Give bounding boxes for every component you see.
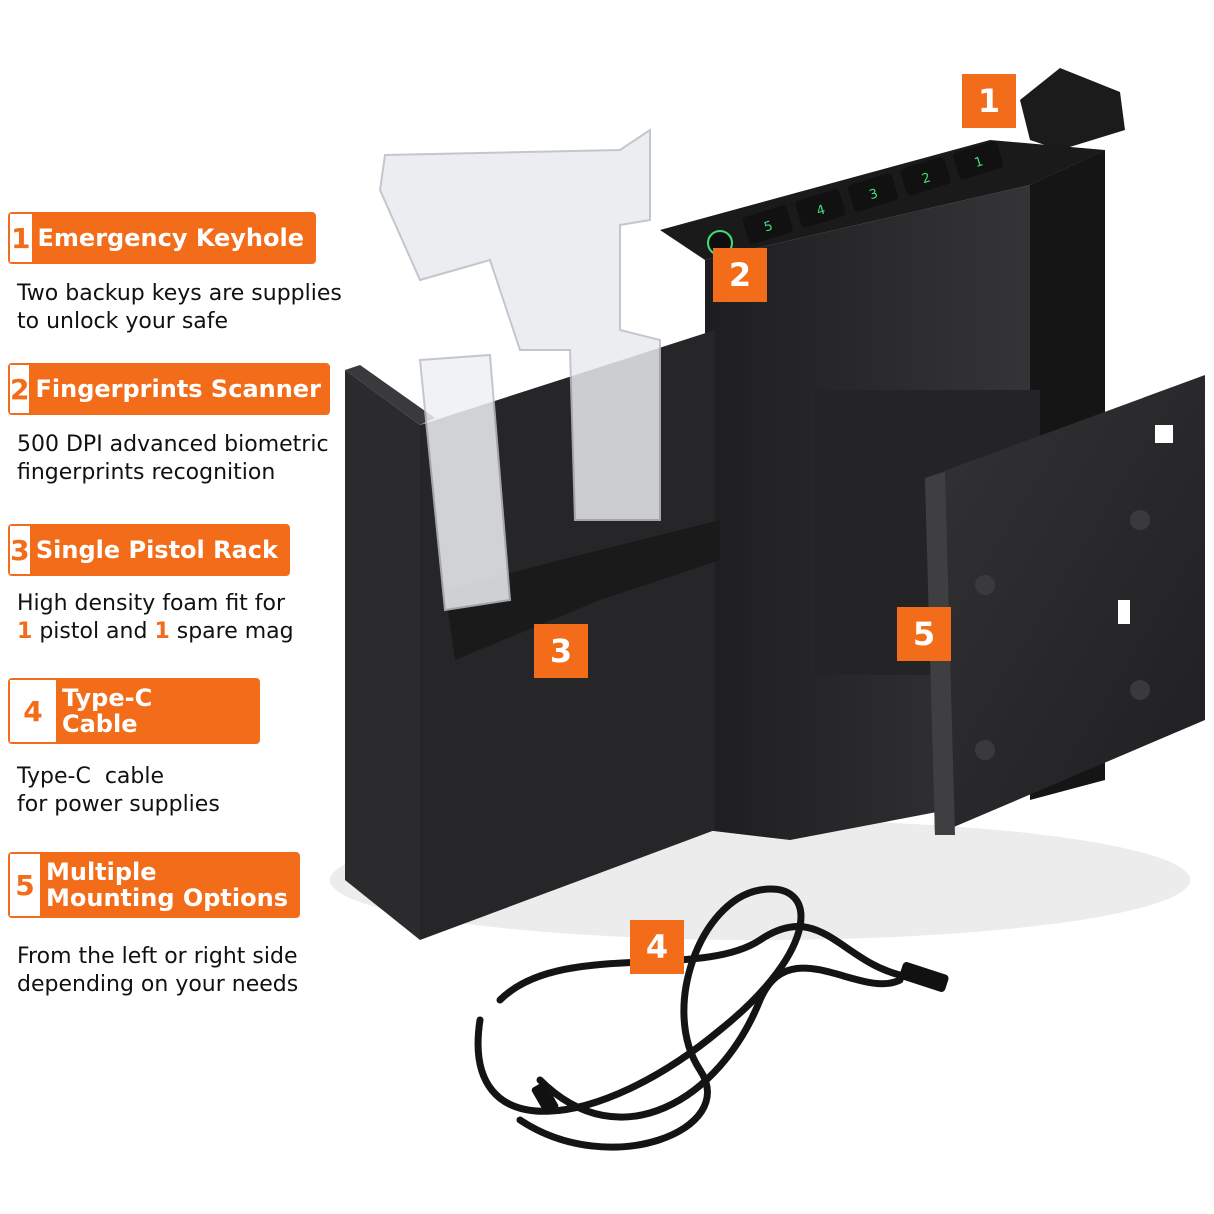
mounting-plate [925, 375, 1205, 835]
feature-title-2: Fingerprints Scanner [35, 375, 321, 403]
callout-5: 5 [897, 607, 951, 661]
callout-1: 1 [962, 74, 1016, 128]
feature-desc-2-line-1: 500 DPI advanced biometric [17, 432, 329, 457]
feature-number-4: 4 [10, 680, 56, 742]
feature-desc-3-line-2: 1 pistol and 1 spare mag [17, 618, 294, 646]
feature-desc-1-line-2: to unlock your safe [17, 309, 229, 334]
feature-desc-5-line-2: depending on your needs [17, 972, 299, 997]
feature-desc-1-line-1: Two backup keys are supplies [17, 281, 342, 306]
drawer [345, 330, 720, 940]
feature-desc-3-text-2: spare mag [176, 619, 294, 644]
type-c-connector [899, 962, 949, 992]
feature-label-4: 4 Type-C Cable [8, 678, 260, 744]
keypad-key-3[interactable] [847, 172, 899, 212]
pistol [378, 128, 661, 612]
feature-title-5-line-2: Mounting Options [45, 884, 288, 912]
keypad: 5 4 3 2 1 [707, 140, 1004, 256]
feature-desc-3-highlight-1: 1 [17, 619, 33, 644]
feature-title-1: Emergency Keyhole [37, 224, 304, 252]
feature-title-4: Type-C Cable [56, 680, 162, 742]
callout-4: 4 [630, 920, 684, 974]
feature-title-5-line-1: Multiple [45, 858, 157, 886]
feature-label-2: 2 Fingerprints Scanner [8, 363, 330, 415]
feature-desc-1: Two backup keys are supplies to unlock y… [17, 280, 342, 336]
usb-connector [531, 1082, 559, 1114]
feature-desc-5: From the left or right side depending on… [17, 943, 298, 999]
feature-desc-5-line-1: From the left or right side [17, 944, 298, 969]
feature-title-3: Single Pistol Rack [35, 536, 278, 564]
feature-desc-3-line-1: High density foam fit for [17, 591, 286, 616]
feature-title-4-line-1: Type-C [62, 684, 153, 712]
feature-desc-2: 500 DPI advanced biometric fingerprints … [17, 431, 329, 487]
feature-desc-4-line-1: Type-C cable [17, 764, 165, 789]
feature-desc-2-line-2: fingerprints recognition [17, 460, 276, 485]
feature-title-4-line-2: Cable [62, 710, 138, 738]
feature-number-1: 1 [10, 214, 32, 262]
type-c-cable [474, 885, 904, 1151]
feature-number-5: 5 [10, 854, 40, 916]
feature-label-5: 5 Multiple Mounting Options [8, 852, 300, 918]
feature-desc-3: High density foam fit for 1 pistol and 1… [17, 590, 294, 646]
feature-desc-4: Type-C cable for power supplies [17, 763, 220, 819]
feature-desc-3-text-1: pistol and [39, 619, 148, 644]
feature-label-3: 3 Single Pistol Rack [8, 524, 290, 576]
keyhole-cover[interactable] [1020, 68, 1125, 150]
callout-2: 2 [713, 248, 767, 302]
keypad-key-2[interactable] [899, 156, 951, 196]
keypad-key-1[interactable] [952, 140, 1004, 180]
feature-desc-4-line-2: for power supplies [17, 792, 220, 817]
keypad-key-5[interactable] [742, 205, 794, 245]
feature-number-3: 3 [10, 526, 30, 574]
keypad-key-4[interactable] [794, 188, 846, 228]
feature-number-2: 2 [10, 365, 30, 413]
feature-title-5: Multiple Mounting Options [40, 854, 298, 916]
callout-3: 3 [534, 624, 588, 678]
feature-label-1: 1 Emergency Keyhole [8, 212, 316, 264]
feature-desc-3-highlight-2: 1 [154, 619, 170, 644]
